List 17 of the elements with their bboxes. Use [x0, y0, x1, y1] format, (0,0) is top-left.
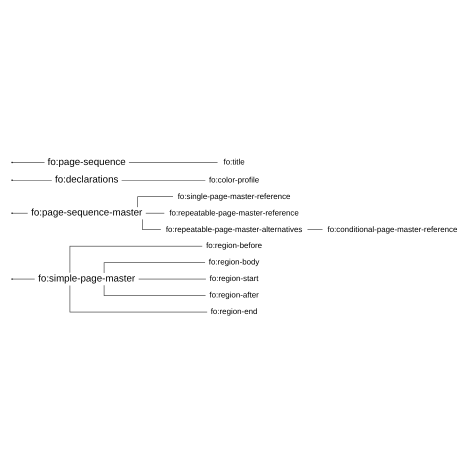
- connector: [104, 262, 206, 274]
- connector: [307, 229, 323, 230]
- connector: [104, 284, 206, 296]
- node-text: fo:simple-page-master: [38, 273, 136, 284]
- connector: [137, 196, 174, 208]
- connector: [138, 278, 206, 280]
- connector: [121, 180, 206, 181]
- node-text: fo:page-sequence-master: [31, 208, 142, 219]
- connector: [146, 212, 165, 214]
- connector: [12, 180, 52, 181]
- connector: [12, 212, 28, 214]
- node-text: fo:declarations: [54, 174, 118, 186]
- connector: [128, 162, 218, 163]
- connector: [70, 285, 208, 312]
- node-text: fo:page-sequence: [48, 156, 126, 168]
- connector: [70, 246, 203, 274]
- connector: [142, 219, 162, 230]
